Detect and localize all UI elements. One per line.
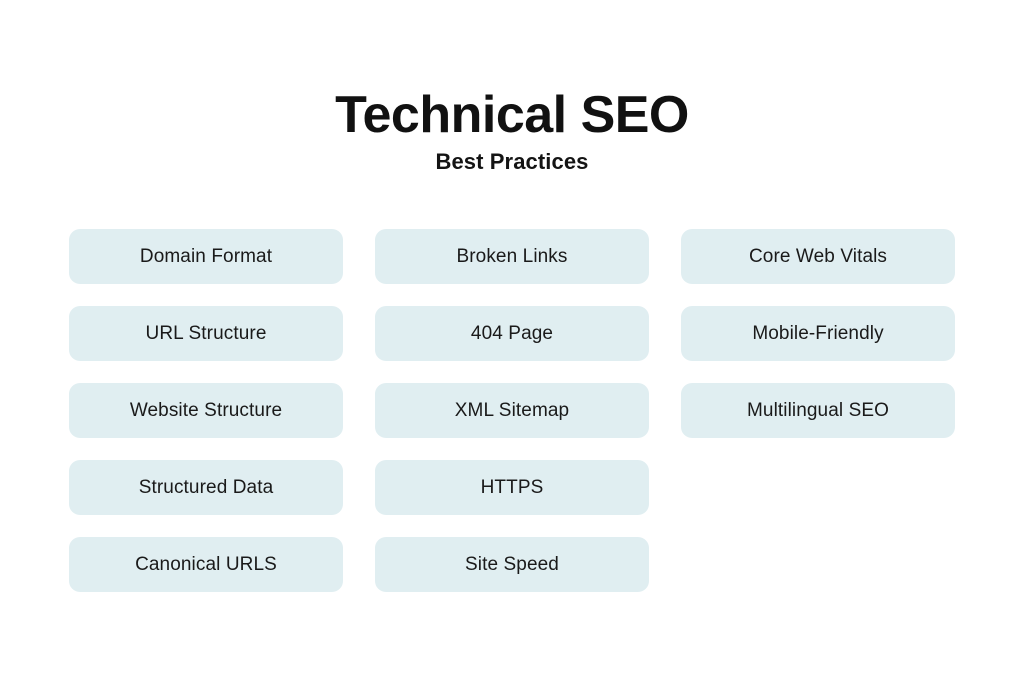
card-label: Core Web Vitals: [748, 245, 888, 267]
page-title: Technical SEO: [335, 86, 689, 144]
card-xml-sitemap[interactable]: XML Sitemap: [375, 383, 649, 438]
card-label: Canonical URLS: [135, 553, 277, 575]
card-404-page[interactable]: 404 Page: [375, 306, 649, 361]
card-label: Mobile-Friendly: [752, 322, 884, 344]
card-broken-links[interactable]: Broken Links: [375, 229, 649, 284]
card-label: URL Structure: [145, 322, 267, 344]
card-url-structure[interactable]: URL Structure: [69, 306, 343, 361]
card-label: XML Sitemap: [454, 399, 570, 421]
card-multilingual-seo[interactable]: Multilingual SEO: [681, 383, 955, 438]
card-canonical-urls[interactable]: Canonical URLS: [69, 537, 343, 592]
card-label: Broken Links: [456, 245, 568, 267]
card-structured-data[interactable]: Structured Data: [69, 460, 343, 515]
card-label: Domain Format: [139, 245, 273, 267]
card-website-structure[interactable]: Website Structure: [69, 383, 343, 438]
header: Technical SEO Best Practices: [0, 86, 1024, 176]
card-https[interactable]: HTTPS: [375, 460, 649, 515]
card-mobile-friendly[interactable]: Mobile-Friendly: [681, 306, 955, 361]
page-subtitle: Best Practices: [435, 149, 589, 174]
card-label: Structured Data: [138, 476, 274, 498]
card-label: Site Speed: [465, 553, 559, 575]
card-label: Website Structure: [129, 399, 283, 421]
card-domain-format[interactable]: Domain Format: [69, 229, 343, 284]
column-3: Core Web Vitals Mobile-Friendly Multilin…: [681, 229, 955, 438]
card-site-speed[interactable]: Site Speed: [375, 537, 649, 592]
card-label: 404 Page: [470, 322, 554, 344]
card-columns: Domain Format URL Structure Website Stru…: [69, 229, 955, 592]
card-label: HTTPS: [480, 476, 544, 498]
column-2: Broken Links 404 Page XML Sitemap HTTPS …: [375, 229, 649, 592]
card-label: Multilingual SEO: [746, 399, 890, 421]
card-core-web-vitals[interactable]: Core Web Vitals: [681, 229, 955, 284]
column-1: Domain Format URL Structure Website Stru…: [69, 229, 343, 592]
